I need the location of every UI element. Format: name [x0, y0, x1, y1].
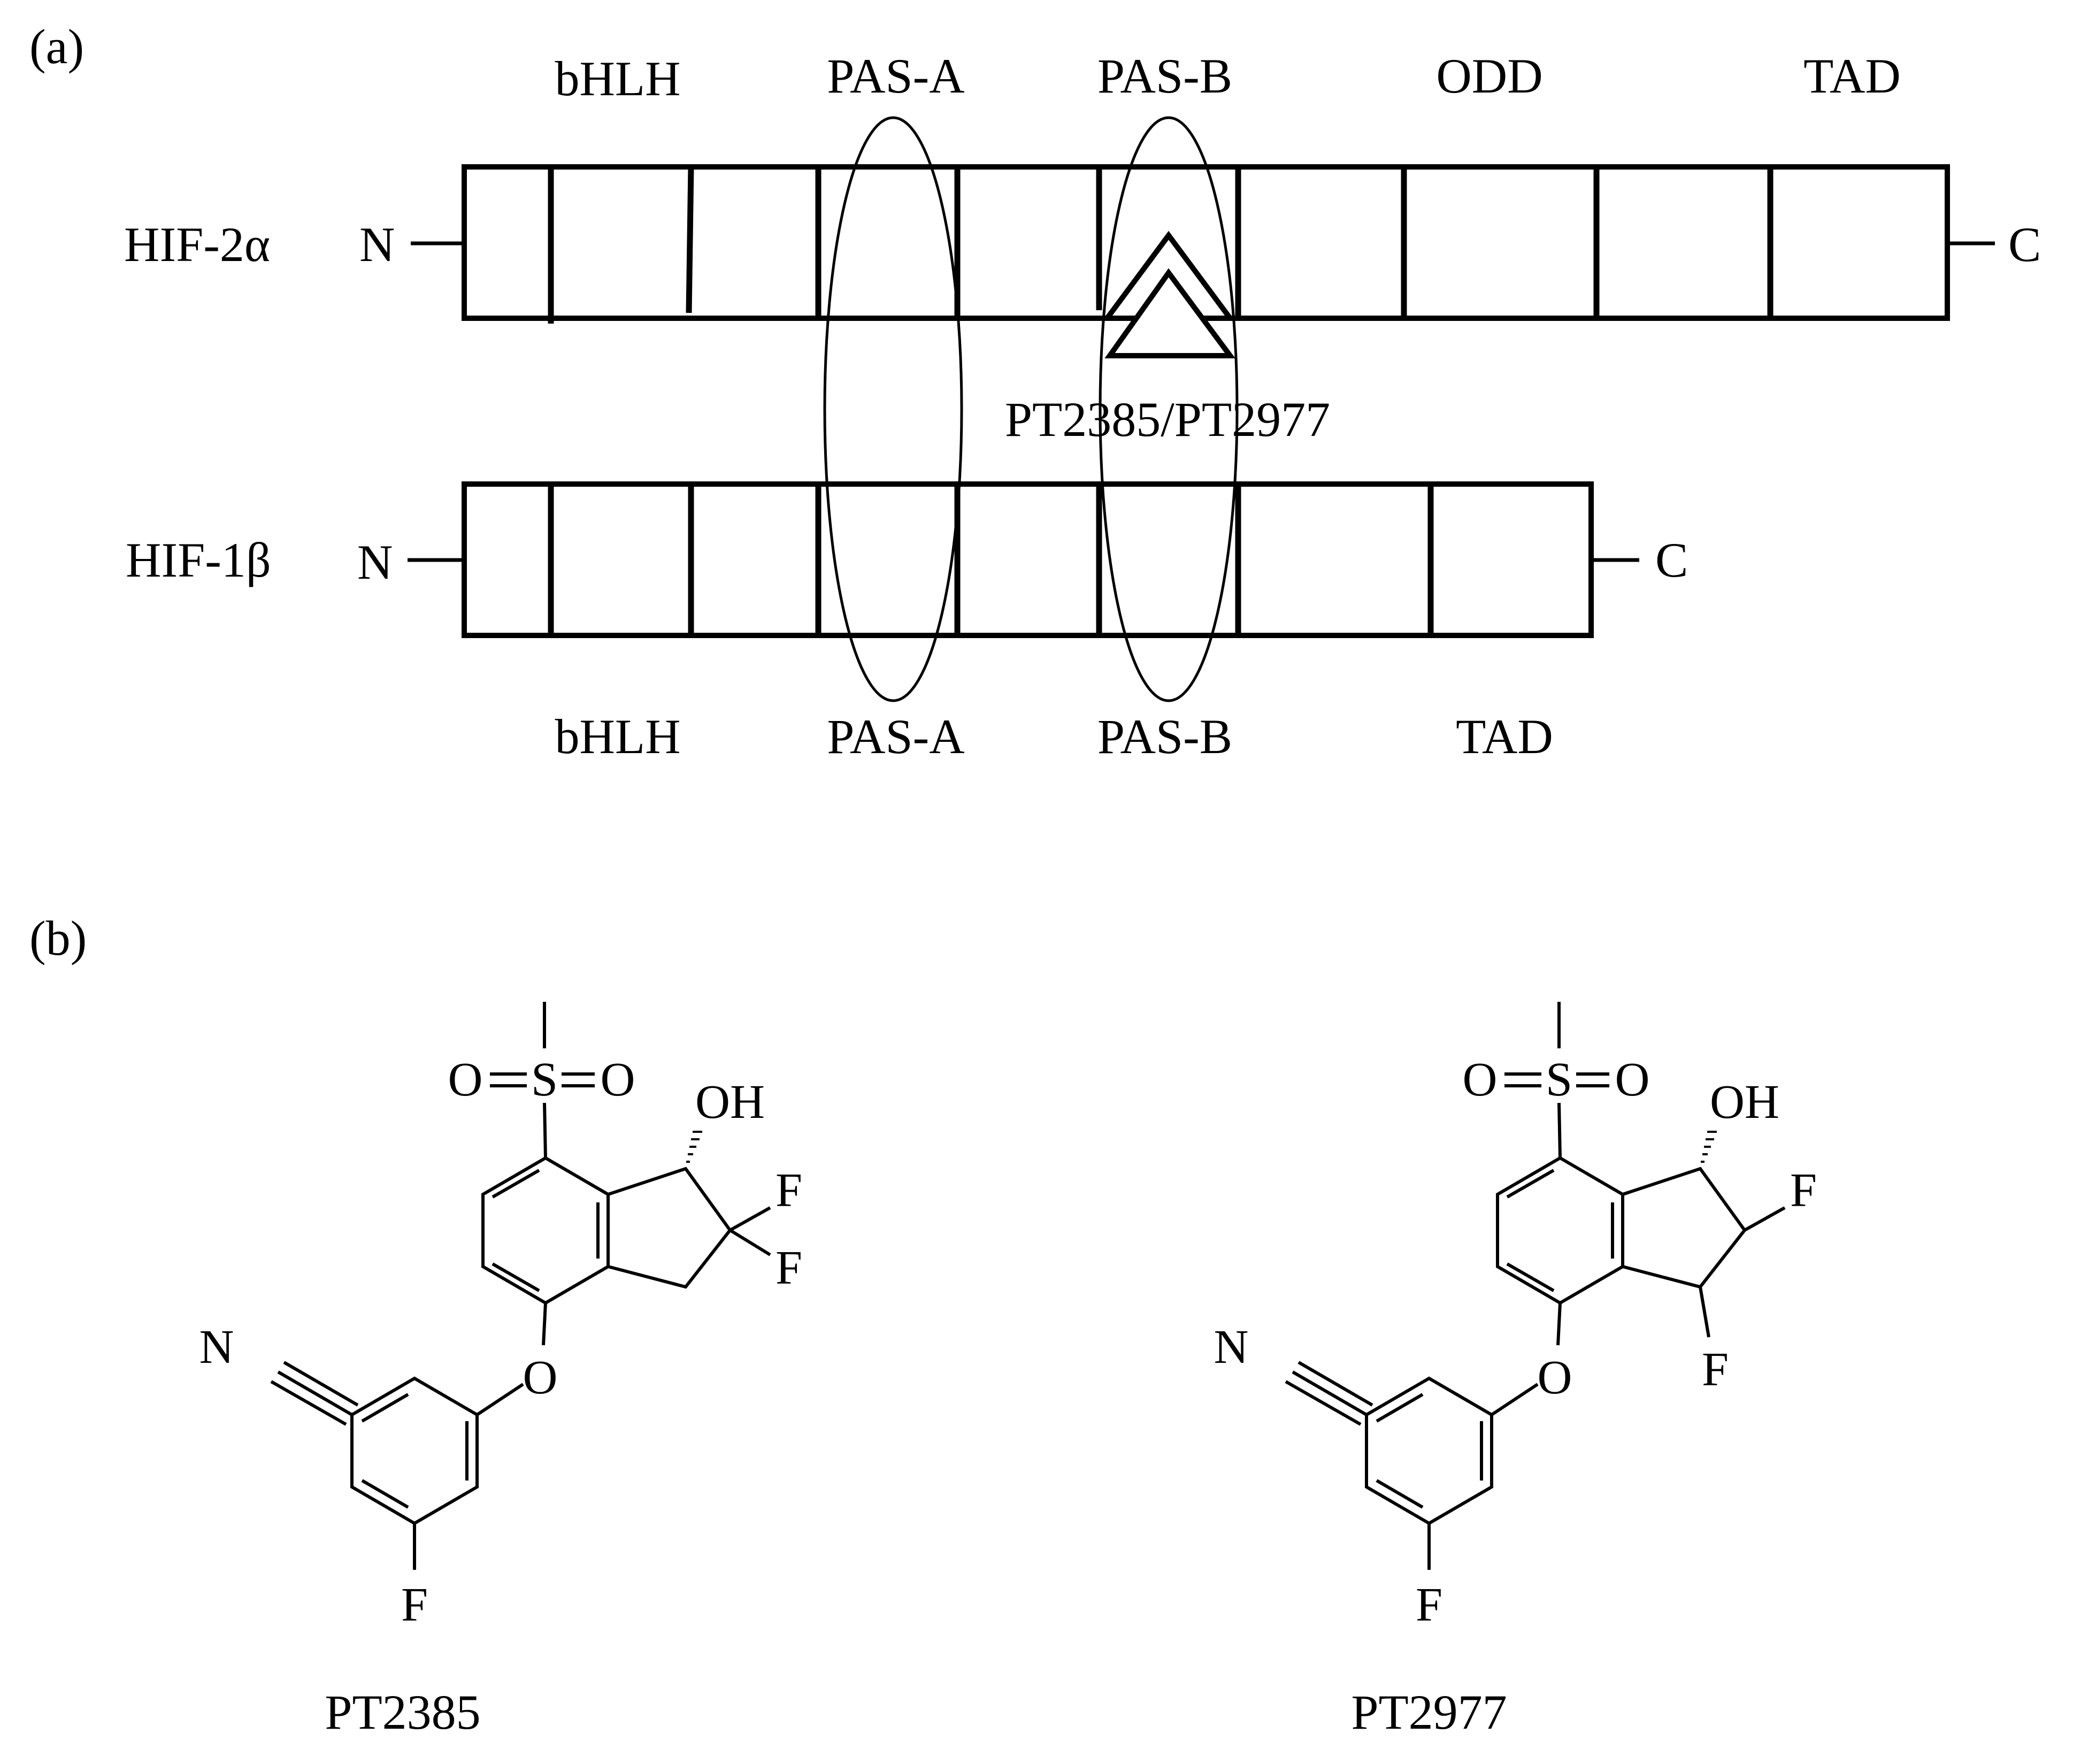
bond [1285, 1380, 1362, 1426]
ring [608, 1167, 732, 1289]
hif1b-c-terminus: C [1655, 533, 1688, 587]
compound-name: PT2385 [325, 1685, 480, 1739]
bond [729, 1229, 771, 1256]
pas-a-interface-ellipse [823, 116, 963, 702]
bond [492, 1169, 540, 1199]
compound-name: PT2977 [1351, 1685, 1507, 1739]
hif1b-bhlh-label: bHLH [555, 709, 680, 764]
bond [1556, 1302, 1562, 1346]
atom-oh: OH [695, 1076, 765, 1129]
hif1b-tad-label: TAD [1456, 709, 1553, 764]
bond [361, 1479, 409, 1509]
atom-f: F [401, 1578, 428, 1631]
atom-s: S [531, 1053, 558, 1106]
hif1b-name: HIF-1β [126, 533, 271, 587]
atom-f: F [776, 1164, 802, 1217]
atom-f: F [776, 1241, 802, 1294]
hashed-wedge [1701, 1131, 1717, 1163]
hif2a-n-terminus: N [359, 217, 395, 272]
ring [481, 1156, 610, 1305]
hif2a-divider [686, 166, 694, 313]
bond [283, 1361, 359, 1407]
hif2a-odd-label: ODD [1436, 49, 1542, 103]
atom-o: O [1463, 1053, 1498, 1106]
hashed-wedge [686, 1131, 702, 1163]
bond [1491, 1383, 1539, 1416]
hif2a-pas-b-label: PAS-B [1097, 49, 1232, 103]
ligand-triangle-icon [1102, 231, 1235, 358]
bond [476, 1383, 524, 1416]
hif1b-pas-a-label: PAS-A [827, 709, 964, 764]
atom-oh: OH [1710, 1076, 1779, 1129]
pas-b-interface-ellipse [1099, 116, 1239, 702]
bond [543, 1102, 547, 1159]
ring [350, 1376, 479, 1525]
hif1b-bar [462, 481, 1594, 638]
bond [1292, 1370, 1368, 1416]
panel-b: (b) S O O [29, 911, 1817, 1739]
atom-f: F [1416, 1578, 1442, 1631]
bond [729, 1206, 771, 1232]
panel-b-label: (b) [29, 911, 87, 965]
bond [1376, 1393, 1424, 1423]
panel-a-label: (a) [29, 19, 84, 74]
hif2a-name: HIF-2α [124, 217, 270, 272]
atom-n: N [199, 1321, 234, 1374]
atom-o: O [601, 1053, 635, 1106]
bond [1506, 1262, 1555, 1292]
hif2a-c-terminus: C [2008, 217, 2041, 272]
hif2a-tad-label: TAD [1803, 49, 1901, 103]
ligand-label: PT2385/PT2977 [1005, 392, 1330, 447]
ring [1622, 1167, 1747, 1289]
atom-o: O [523, 1351, 558, 1404]
bond [1297, 1361, 1373, 1407]
bond [270, 1380, 347, 1426]
bond [1506, 1169, 1555, 1199]
ring [1496, 1156, 1624, 1305]
structure-pt2977: S O O OH F [1214, 1002, 1817, 1739]
bond [542, 1302, 547, 1346]
atom-f: F [1790, 1164, 1817, 1217]
bond [1376, 1479, 1424, 1509]
bond [361, 1393, 409, 1423]
bond [1699, 1286, 1710, 1338]
panel-a: (a) bHLH PAS-A PAS-B ODD TAD HIF-2α N C … [29, 19, 2041, 764]
hif1b-pas-b-label: PAS-B [1097, 709, 1232, 764]
atom-f: F [1702, 1343, 1729, 1396]
atom-n: N [1214, 1321, 1249, 1374]
hif2a-bhlh-label: bHLH [555, 51, 680, 106]
bond [492, 1262, 540, 1292]
structure-pt2385: S O O OH F [199, 1002, 802, 1739]
atom-o: O [1538, 1351, 1572, 1404]
atom-o: O [1615, 1053, 1650, 1106]
bond [1744, 1206, 1786, 1232]
bond [1557, 1102, 1562, 1159]
ring [1365, 1376, 1493, 1525]
hif1b-n-terminus: N [357, 535, 393, 589]
hif2a-pas-a-label: PAS-A [827, 49, 964, 103]
bond [277, 1370, 353, 1416]
atom-s: S [1546, 1053, 1572, 1106]
atom-o: O [448, 1053, 483, 1106]
